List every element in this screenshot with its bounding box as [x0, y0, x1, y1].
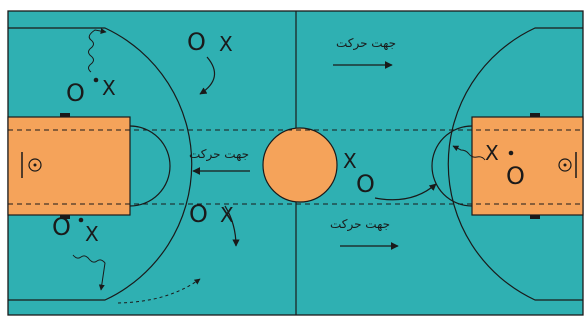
right-hoop	[558, 158, 572, 172]
direction-label-center: جهت حرکت	[189, 147, 249, 162]
left-lane-mark-top	[60, 113, 70, 117]
defense-player-center: X	[343, 149, 357, 173]
dribble-arrow-top-left	[88, 28, 107, 73]
left-hoop	[28, 158, 42, 172]
left-key	[7, 116, 131, 216]
right-free-throw-arc	[431, 125, 473, 207]
right-hoop-center	[563, 163, 567, 167]
cut-arrow-top-center	[199, 56, 216, 95]
left-hoop-center	[33, 163, 37, 167]
right-key	[471, 116, 584, 216]
defense-player-bottom-center: X	[220, 203, 234, 227]
offense-player-right-key: O	[506, 162, 525, 190]
ball-right-key	[508, 150, 514, 156]
wiggle-arrow-right-key	[452, 145, 486, 161]
ball-top-left	[93, 77, 99, 83]
defense-player-top-left: X	[102, 76, 116, 100]
dribble-arrow-bottom-left	[72, 254, 106, 291]
center-circle	[262, 127, 338, 203]
defense-player-right-key: X	[485, 141, 499, 165]
ball-bottom-left	[78, 217, 84, 223]
offense-player-center: O	[356, 170, 375, 198]
defense-player-bottom-left: X	[85, 222, 99, 246]
right-lane-mark-top	[530, 113, 540, 117]
offense-player-top-left: O	[66, 79, 85, 107]
offense-player-top-center: O	[187, 28, 206, 56]
right-lane-mark-bottom	[530, 215, 540, 219]
left-three-point-arc	[8, 27, 193, 301]
direction-label-bottom: جهت حرکت	[330, 217, 390, 232]
defense-player-top-center: X	[219, 32, 233, 56]
offense-player-bottom-left: O	[52, 213, 71, 241]
cut-arrow-center	[374, 183, 437, 201]
pass-arrow-bottom	[117, 278, 201, 304]
right-three-point-arc	[447, 27, 583, 301]
left-lane-mark-bottom	[60, 215, 70, 219]
cut-arrow-bottom-center	[224, 205, 240, 247]
direction-label-top: جهت حرکت	[336, 36, 396, 51]
offense-player-bottom-center: O	[189, 200, 208, 228]
